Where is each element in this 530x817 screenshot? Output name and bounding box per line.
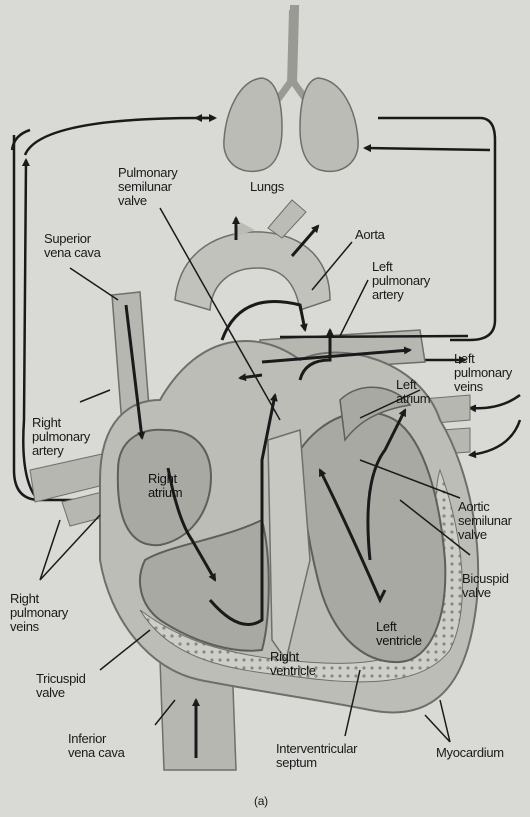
label-left-ventricle: Left ventricle [376,620,422,648]
label-right-pulmonary-artery: Right pulmonary artery [32,416,90,458]
label-inferior-vena-cava: Inferior vena cava [68,732,125,760]
label-aortic-semilunar-valve: Aortic semilunar valve [458,500,512,542]
panel-label: (a) [254,794,268,808]
label-superior-vena-cava: Superior vena cava [44,232,101,260]
label-pulmonary-semilunar-valve: Pulmonary semilunar valve [118,166,177,208]
label-interventricular-septum: Interventricular septum [276,742,357,770]
lungs [224,10,358,171]
label-left-pulmonary-veins: Left pulmonary veins [454,352,512,394]
label-tricuspid-valve: Tricuspid valve [36,672,86,700]
label-right-ventricle: Right ventricle [270,650,316,678]
label-right-atrium: Right atrium [148,472,182,500]
label-bicuspid-valve: Bicuspid valve [462,572,509,600]
label-left-atrium: Left atrium [396,378,430,406]
label-right-pulmonary-veins: Right pulmonary veins [10,592,68,634]
label-aorta: Aorta [355,228,385,242]
label-myocardium: Myocardium [436,746,504,760]
label-lungs: Lungs [250,180,284,194]
label-left-pulmonary-artery: Left pulmonary artery [372,260,430,302]
